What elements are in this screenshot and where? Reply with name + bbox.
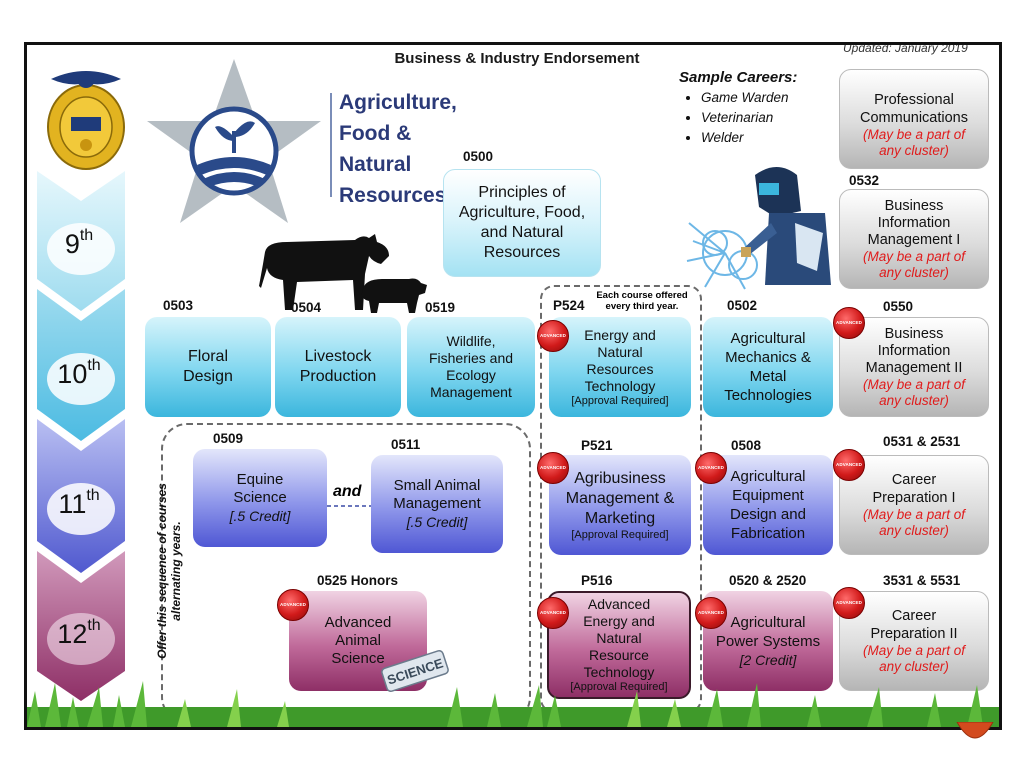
- advanced-badge-icon: ADVANCED: [277, 589, 309, 621]
- career-item: Veterinarian: [701, 108, 797, 128]
- advanced-badge-icon: ADVANCED: [833, 307, 865, 339]
- course-card-0176[interactable]: Professional Communications (May be a pa…: [839, 69, 989, 169]
- cow-silhouette-icon: [259, 234, 389, 310]
- sequence-note: Offer this sequence of courses alternati…: [155, 483, 183, 659]
- cluster-title: Agriculture, Food & Natural Resources: [339, 91, 457, 207]
- course-code-0525: 0525 Honors: [317, 573, 399, 588]
- course-code-0520: 0520 & 2520: [729, 573, 807, 588]
- course-card-0509[interactable]: Equine Science [.5 Credit]: [193, 449, 327, 547]
- science-stamp-icon: SCIENCE: [381, 649, 449, 693]
- grade-11-label: 11th: [58, 487, 100, 519]
- course-card-0503[interactable]: Floral Design: [145, 317, 271, 417]
- course-card-0520[interactable]: Agricultural Power Systems [2 Credit]: [703, 591, 833, 691]
- and-connector: and: [333, 483, 362, 500]
- advanced-badge-icon: ADVANCED: [537, 452, 569, 484]
- updated-date: Updated: January 2019: [843, 42, 968, 55]
- advanced-badge-icon: ADVANCED: [537, 320, 569, 352]
- course-code-P521: P521: [581, 438, 613, 453]
- course-code-0500: 0500: [463, 149, 494, 164]
- course-card-P516[interactable]: Advanced Energy and Natural Resource Tec…: [547, 591, 691, 699]
- grade-9-label: 9th: [64, 227, 94, 259]
- rotation-note: Each course offered every third year.: [596, 290, 688, 312]
- course-card-0519[interactable]: Wildlife, Fisheries and Ecology Manageme…: [407, 317, 535, 417]
- course-code-P524: P524: [553, 298, 585, 313]
- grass-decoration: [27, 681, 999, 727]
- course-card-0502[interactable]: Agricultural Mechanics & Metal Technolog…: [703, 317, 833, 417]
- course-code-0502: 0502: [727, 298, 758, 313]
- course-card-0531[interactable]: Career Preparation I (May be a part of a…: [839, 455, 989, 555]
- course-code-0503: 0503: [163, 298, 194, 313]
- course-card-P524[interactable]: Energy and Natural Resources Technology …: [549, 317, 691, 417]
- advanced-badge-icon: ADVANCED: [695, 597, 727, 629]
- page-number-badge-icon: [956, 722, 994, 739]
- grade-12-label: 12th: [57, 617, 101, 649]
- course-card-0532[interactable]: Business Information Management I (May b…: [839, 189, 989, 289]
- advanced-badge-icon: ADVANCED: [537, 597, 569, 629]
- course-code-0509: 0509: [213, 431, 244, 446]
- advanced-badge-icon: ADVANCED: [833, 587, 865, 619]
- course-card-0500[interactable]: Principles of Agriculture, Food, and Nat…: [443, 169, 601, 277]
- welder-illustration-icon: [686, 167, 831, 290]
- course-code-0511: 0511: [391, 437, 421, 452]
- career-item: Welder: [701, 128, 797, 148]
- sample-careers: Sample Careers: Game Warden Veterinarian…: [679, 69, 797, 148]
- course-code-3531-5531: 3531 & 5531: [883, 573, 961, 588]
- course-code-P516: P516: [581, 573, 613, 588]
- course-code-0508: 0508: [731, 438, 762, 453]
- course-card-0511[interactable]: Small Animal Management [.5 Credit]: [371, 455, 503, 553]
- diagram-frame: Business & Industry Endorsement Updated:…: [24, 42, 1002, 730]
- course-card-0504[interactable]: Livestock Production: [275, 317, 401, 417]
- grade-chevron-column: [37, 171, 125, 701]
- course-code-0532: 0532: [849, 173, 880, 188]
- career-item: Game Warden: [701, 88, 797, 108]
- title-divider: [330, 93, 332, 197]
- endorsement-title: Business & Industry Endorsement: [394, 50, 640, 67]
- dashed-connector: [327, 505, 373, 507]
- course-code-0531-2531: 0531 & 2531: [883, 434, 961, 449]
- pig-silhouette-icon: [361, 278, 427, 313]
- course-code-0550: 0550: [883, 299, 914, 314]
- advanced-badge-icon: ADVANCED: [695, 452, 727, 484]
- course-card-0550[interactable]: Business Information Management II (May …: [839, 317, 989, 417]
- grade-10-label: 10th: [57, 357, 101, 389]
- course-card-P521[interactable]: Agribusiness Management & Marketing [App…: [549, 455, 691, 555]
- star-logo-icon: [147, 59, 321, 223]
- ffa-emblem-icon: [47, 71, 125, 170]
- course-code-0519: 0519: [425, 300, 456, 315]
- course-code-0504: 0504: [291, 300, 322, 315]
- advanced-badge-icon: ADVANCED: [833, 449, 865, 481]
